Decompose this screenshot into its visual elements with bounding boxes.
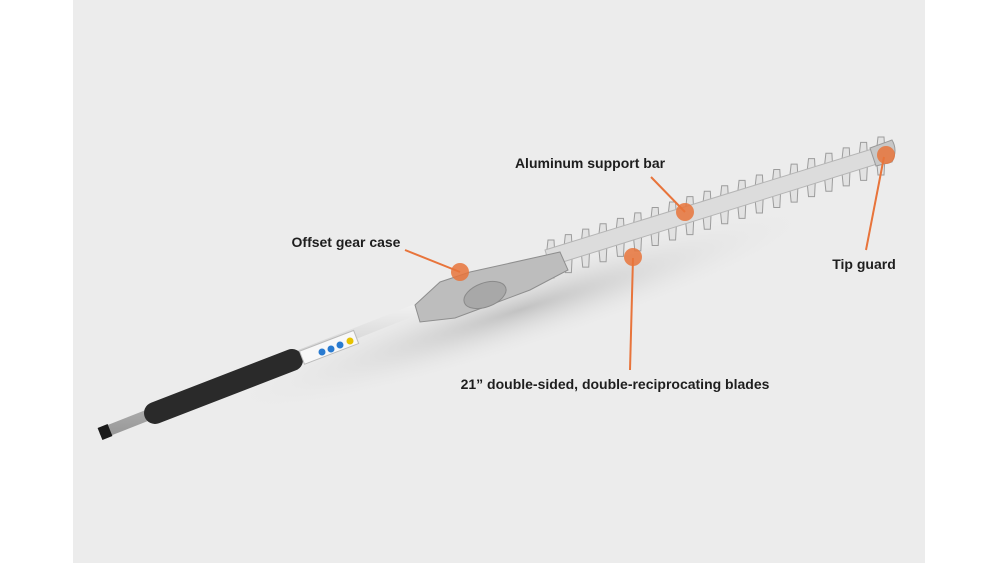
callout-support-bar: Aluminum support bar	[514, 155, 666, 171]
drop-shadow	[215, 204, 825, 416]
grip	[144, 349, 303, 424]
callout-gear-case: Offset gear case	[291, 234, 401, 250]
support-bar-marker[interactable]	[676, 203, 694, 221]
gear-case-marker[interactable]	[451, 263, 469, 281]
callout-tip-guard: Tip guard	[832, 256, 896, 272]
callout-blades: 21” double-sided, double-reciprocating b…	[460, 376, 770, 392]
blades-marker[interactable]	[624, 248, 642, 266]
shaft-end-cap	[97, 423, 113, 441]
tip-guard-marker[interactable]	[877, 146, 895, 164]
